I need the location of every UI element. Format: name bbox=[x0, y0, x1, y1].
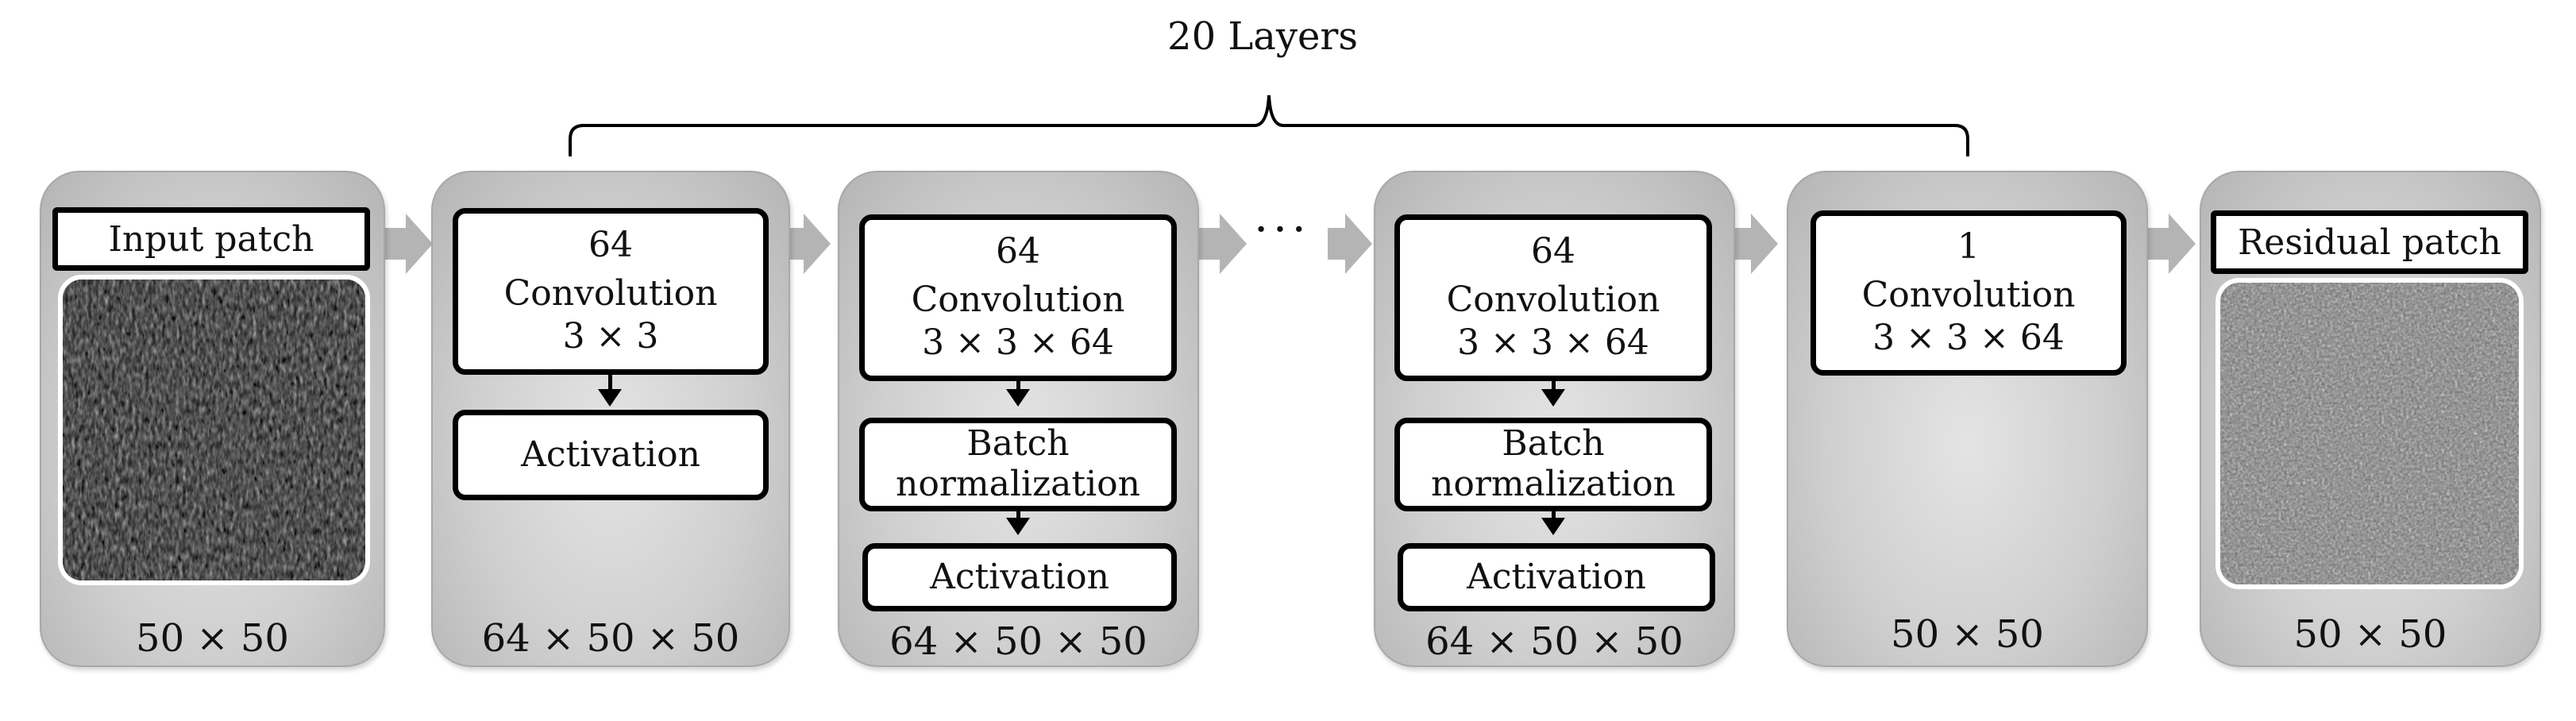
connector-line bbox=[608, 375, 612, 389]
activation-label: Activation bbox=[1467, 556, 1646, 597]
residual-patch-label: Residual patch bbox=[2211, 210, 2528, 274]
conv-box-last: 1 Convolution 3 × 3 × 64 bbox=[1811, 210, 2127, 376]
batchnorm-label-line2: normalization bbox=[896, 464, 1140, 504]
ellipsis: ··· bbox=[1254, 204, 1311, 256]
conv-kernel: 3 × 3 bbox=[562, 316, 659, 357]
diagram-title: 20 Layers bbox=[1167, 14, 1358, 59]
input-dims: 50 × 50 bbox=[136, 616, 289, 661]
flow-arrow-shaft bbox=[788, 228, 804, 260]
flow-arrow-shaft bbox=[1733, 228, 1751, 260]
conv-kernel: 3 × 3 × 64 bbox=[1457, 322, 1649, 364]
conv-box-mid-1: 64 Convolution 3 × 3 × 64 bbox=[859, 214, 1177, 381]
activation-label: Activation bbox=[930, 556, 1109, 597]
layer-first-dims: 64 × 50 × 50 bbox=[481, 616, 740, 661]
conv-filter-count: 1 bbox=[1957, 226, 1980, 268]
layers-brace bbox=[569, 94, 1969, 156]
batchnorm-box-mid-1: Batch normalization bbox=[859, 418, 1177, 511]
layer-mid-2-dims: 64 × 50 × 50 bbox=[1425, 619, 1683, 664]
arrow-down-icon bbox=[1541, 389, 1565, 407]
layer-last-dims: 50 × 50 bbox=[1891, 612, 2044, 657]
flow-arrow-icon bbox=[2169, 214, 2196, 274]
flow-arrow-icon bbox=[804, 214, 831, 274]
conv-box-mid-2: 64 Convolution 3 × 3 × 64 bbox=[1394, 214, 1712, 381]
conv-label: Convolution bbox=[911, 279, 1125, 320]
flow-arrow-shaft bbox=[1197, 228, 1220, 260]
conv-box-first: 64 Convolution 3 × 3 bbox=[453, 208, 769, 375]
connector-line bbox=[1016, 381, 1020, 389]
activation-box-first: Activation bbox=[453, 410, 769, 500]
flow-arrow-shaft bbox=[384, 228, 406, 260]
residual-patch-image bbox=[2215, 278, 2524, 589]
conv-kernel: 3 × 3 × 64 bbox=[922, 322, 1114, 364]
flow-arrow-icon bbox=[1220, 214, 1247, 274]
conv-kernel: 3 × 3 × 64 bbox=[1872, 318, 2065, 359]
activation-box-mid-1: Activation bbox=[862, 543, 1177, 611]
conv-filter-count: 64 bbox=[996, 231, 1040, 272]
flow-arrow-shaft bbox=[2148, 228, 2169, 260]
conv-filter-count: 64 bbox=[588, 225, 633, 266]
batchnorm-label-line2: normalization bbox=[1431, 464, 1676, 504]
batchnorm-box-mid-2: Batch normalization bbox=[1394, 418, 1712, 511]
batchnorm-label-line1: Batch bbox=[966, 423, 1070, 465]
flow-arrow-shaft bbox=[1328, 228, 1345, 260]
flow-arrow-icon bbox=[1751, 214, 1778, 274]
batchnorm-label-line1: Batch bbox=[1502, 423, 1605, 465]
arrow-down-icon bbox=[1006, 518, 1030, 535]
activation-box-mid-2: Activation bbox=[1398, 543, 1715, 611]
input-patch-label: Input patch bbox=[52, 207, 370, 271]
conv-label: Convolution bbox=[503, 272, 718, 314]
arrow-down-icon bbox=[1541, 518, 1565, 535]
flow-arrow-icon bbox=[406, 214, 433, 274]
arrow-down-icon bbox=[598, 389, 622, 407]
connector-line bbox=[1552, 381, 1556, 389]
flow-arrow-icon bbox=[1345, 214, 1372, 274]
conv-label: Convolution bbox=[1861, 274, 2076, 315]
conv-label: Convolution bbox=[1446, 279, 1660, 320]
layer-mid-1-dims: 64 × 50 × 50 bbox=[889, 619, 1147, 664]
conv-filter-count: 64 bbox=[1531, 231, 1575, 272]
arrow-down-icon bbox=[1006, 389, 1030, 407]
output-dims: 50 × 50 bbox=[2293, 612, 2447, 657]
connector-line bbox=[1552, 511, 1556, 518]
connector-line bbox=[1016, 511, 1020, 518]
input-patch-image bbox=[58, 275, 370, 585]
activation-label: Activation bbox=[521, 434, 700, 475]
